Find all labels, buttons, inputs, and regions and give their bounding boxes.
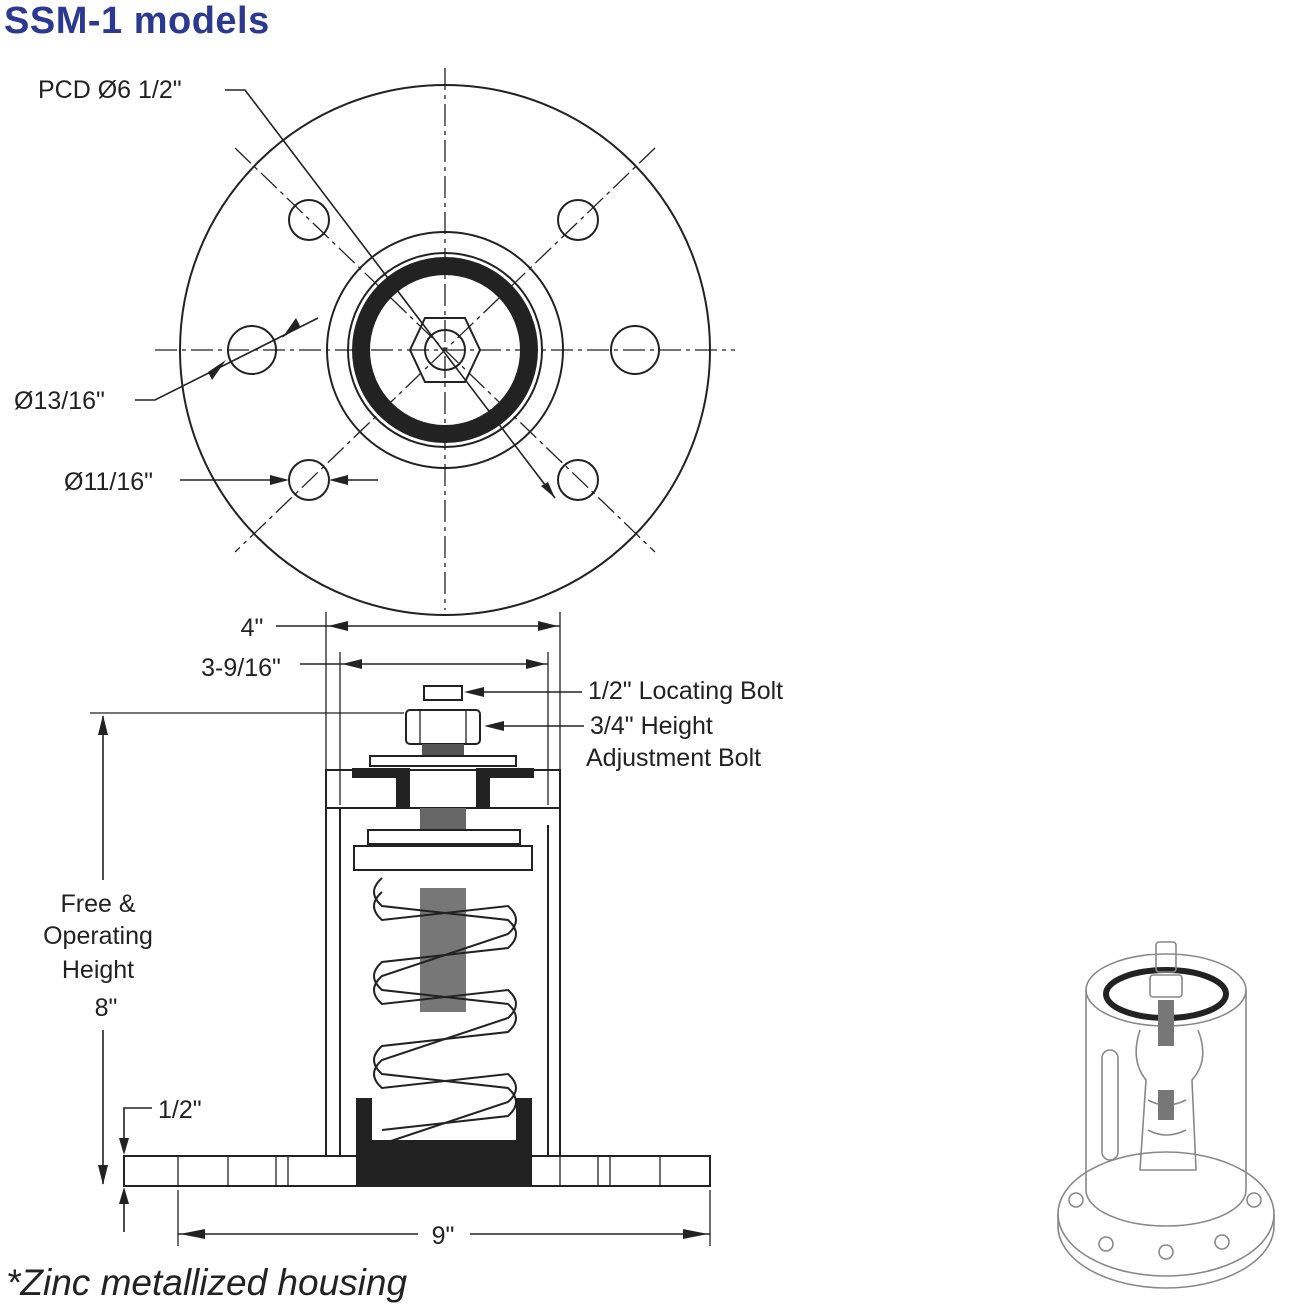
iso-hole-2 [1246,1192,1262,1208]
bolt-hole-lower-right [557,459,599,501]
iso-cutaway [1135,1029,1204,1171]
bottom-cup [356,1098,532,1186]
footnote: *Zinc metallized housing [6,1262,408,1303]
spring-top-plate [353,845,533,871]
page-title: SSM-1 models [4,0,270,42]
width-inner-arrow-l [342,659,362,669]
iso-hole-3 [1158,1244,1174,1260]
hex-nut [408,317,482,383]
rod-thread-top [422,744,464,756]
hole-large-arrow-2 [208,360,226,380]
elevation-view: 4" 3-9/16" 1/2" Locating Bolt 3/4" Heigh… [43,612,783,1250]
bolt-circle [424,329,466,371]
height-bolt-label-1: 3/4" Height [590,712,713,740]
hole-small-arrow-1 [270,475,289,485]
pcd-arrow [541,482,555,498]
width-inner-arrow-r [526,659,546,669]
base-width-label: 9" [432,1222,455,1250]
base-thickness-leader-top [123,1107,152,1152]
pcd-label: PCD Ø6 1/2" [38,76,182,104]
width-outer-arrow-l [328,621,348,631]
iso-rod-lower [1158,1090,1174,1120]
iso-flange-edge [1057,1214,1275,1289]
top-washer [369,755,517,767]
free-height-arrow-top [98,715,108,735]
iso-nut [1149,974,1183,998]
base-plate [123,1155,711,1187]
locating-bolt-head [423,685,463,701]
base-thickness-label: 1/2" [158,1096,202,1124]
width-outer-label: 4" [241,614,264,642]
bolt-holes [227,199,660,501]
base-width-arrow-right [683,1229,708,1239]
height-bolt-label-2: Adjustment Bolt [586,744,761,772]
bolt-hole-upper-right [557,199,599,241]
iso-hole-1 [1068,1192,1084,1208]
housing-inner-circle [347,252,543,448]
free-height-label-2: Operating [43,922,153,950]
height-adjustment-nut [405,709,481,745]
free-height-label-1: Free & [60,890,135,918]
iso-housing-body [1085,990,1247,1227]
isometric-illustration [1057,941,1275,1289]
base-plate-ticks [177,1156,661,1186]
cap-lip-right [476,768,534,808]
rod-thread-mid [420,808,466,830]
diagonal-centerline-2 [234,147,656,553]
iso-hole-4 [1214,1234,1230,1250]
hole-large-leader [135,317,319,401]
hole-large-arrow-1 [282,318,300,338]
spring-coils [373,877,517,1145]
base-thickness-arrow-bottom [119,1187,129,1204]
free-height-arrow-bottom [98,1165,108,1185]
bolt-hole-left [227,325,277,375]
locating-bolt-arrow [464,687,484,697]
iso-bolt-top [1155,941,1177,973]
flange-outline [179,84,711,616]
hole-small-label: Ø11/16" [64,468,153,496]
iso-slot [1101,1049,1119,1161]
hole-large-label: Ø13/16" [14,387,105,415]
spring-coil-back [373,891,517,1145]
plan-view: PCD Ø6 1/2" Ø13/16" Ø11/16" [14,68,735,616]
base-width-arrow-left [180,1229,205,1239]
iso-hole-5 [1098,1236,1114,1252]
cap-lip-left [352,768,410,808]
pcd-leader [225,89,556,499]
hole-small-arrow-2 [329,475,348,485]
bolt-hole-upper-left [288,199,330,241]
spring-plate-studs [367,829,521,845]
width-outer-arrow-r [538,621,558,631]
spring-coil-front [373,877,517,1131]
base-thickness-arrow-top [119,1138,129,1155]
width-inner-label: 3-9/16" [201,654,281,682]
iso-rod [1158,1000,1174,1046]
free-height-label-4: 8" [95,994,118,1022]
locating-bolt-label: 1/2" Locating Bolt [588,677,783,705]
free-height-label-3: Height [62,956,134,984]
bolt-hole-right [610,325,660,375]
spring-cap-ring [352,257,538,443]
housing-outer-circle [326,231,564,469]
height-bolt-arrow [484,721,504,731]
